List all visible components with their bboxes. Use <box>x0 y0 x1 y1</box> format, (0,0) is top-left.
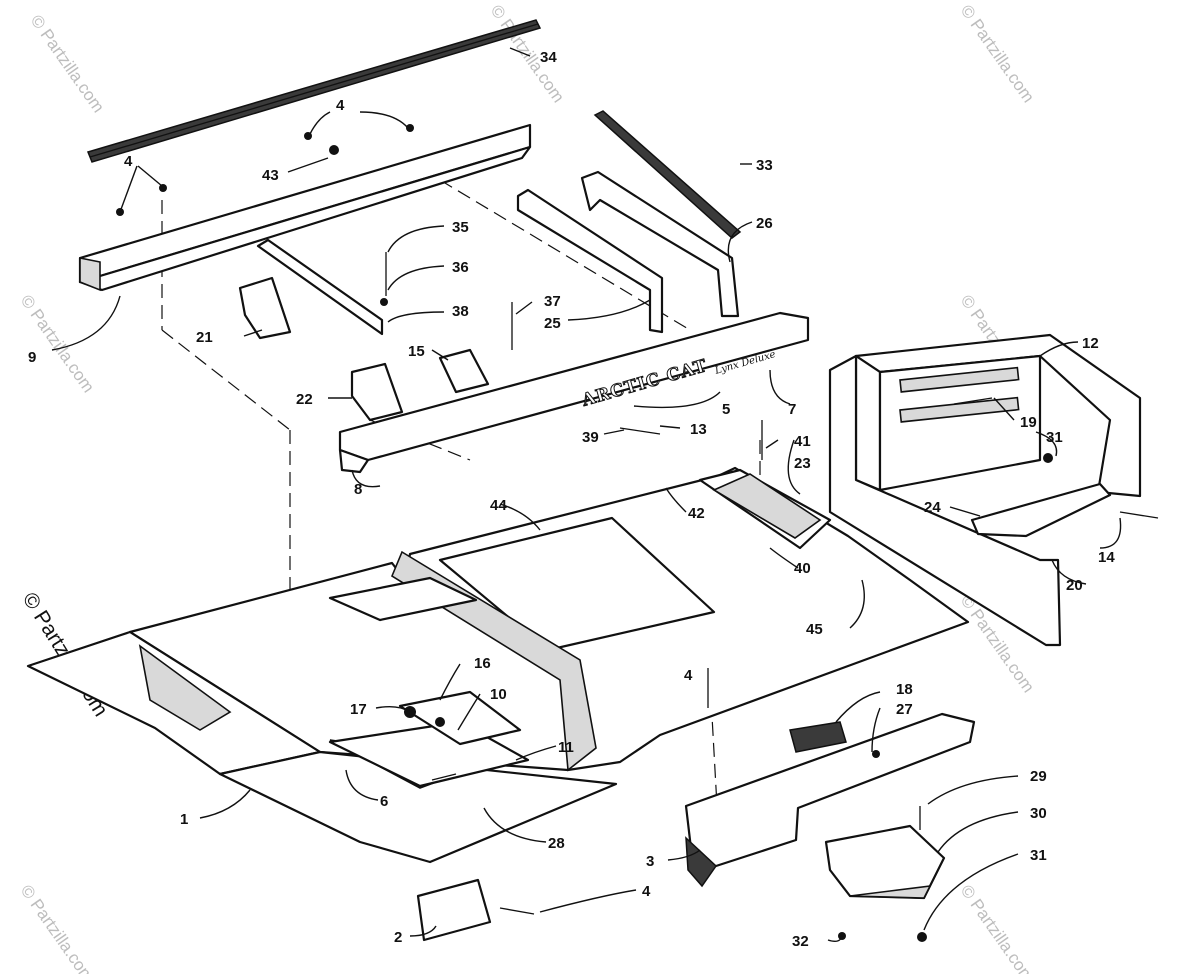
callout-20: 20 <box>1066 577 1083 594</box>
watermark: © Partzilla.com <box>27 11 108 116</box>
callout-9: 9 <box>28 349 36 366</box>
part-26-rear-rail <box>580 170 740 318</box>
callout-43: 43 <box>262 167 279 184</box>
callout-45: 45 <box>806 621 823 638</box>
callout-4: 4 <box>642 883 651 900</box>
rivet <box>329 145 339 155</box>
callout-24: 24 <box>924 499 941 516</box>
callout-26: 26 <box>756 215 773 232</box>
callout-4: 4 <box>684 667 693 684</box>
part-15-hinge <box>438 348 490 394</box>
callout-28: 28 <box>548 835 565 852</box>
callout-31: 31 <box>1030 847 1047 864</box>
callout-37: 37 <box>544 293 561 310</box>
callout-1: 1 <box>180 811 188 828</box>
rivet <box>872 750 880 758</box>
callout-39: 39 <box>582 429 599 446</box>
callout-21: 21 <box>196 329 213 346</box>
callout-5: 5 <box>722 401 730 418</box>
rivet <box>1043 453 1053 463</box>
callout-2: 2 <box>394 929 402 946</box>
watermark: © Partzilla.com <box>957 1 1038 106</box>
callout-33: 33 <box>756 157 773 174</box>
rivet <box>435 717 445 727</box>
callout-25: 25 <box>544 315 561 332</box>
callout-4: 4 <box>124 153 133 170</box>
callout-13: 13 <box>690 421 707 438</box>
callout-34: 34 <box>540 49 557 66</box>
callout-7: 7 <box>788 401 796 418</box>
callout-38: 38 <box>452 303 469 320</box>
callout-19: 19 <box>1020 414 1037 431</box>
rivet <box>406 124 414 132</box>
tunnel-assembly <box>128 466 970 772</box>
part-12-rear-bumper <box>854 333 1142 498</box>
callout-23-label: 23 <box>794 455 811 472</box>
part-34-trim-strip <box>86 19 542 163</box>
callout-3: 3 <box>646 853 654 870</box>
callout-44: 44 <box>490 497 507 514</box>
part-21-bracket <box>238 276 292 340</box>
callout-11: 11 <box>558 739 574 756</box>
part-24-bracket <box>970 482 1112 538</box>
callout-31: 31 <box>1046 429 1063 446</box>
callout-10: 10 <box>490 686 507 703</box>
callout-42: 42 <box>688 505 705 522</box>
part-10-brace <box>398 690 522 746</box>
watermark: © Partzilla.com <box>17 881 98 974</box>
leader-lines <box>51 47 1122 943</box>
part-33-trim-strip <box>593 110 742 239</box>
callout-14: 14 <box>1098 549 1115 566</box>
callout-22: 22 <box>296 391 313 408</box>
callout-4: 4 <box>336 97 345 114</box>
callout-36: 36 <box>452 259 469 276</box>
callout-16: 16 <box>474 655 491 672</box>
part-8-cross-rail: ARCTIC CAT Lynx Deluxe <box>338 311 810 474</box>
part-18-reflector <box>789 721 847 753</box>
callout-18: 18 <box>896 681 913 698</box>
callout-32: 32 <box>792 933 809 950</box>
rivet <box>380 298 388 306</box>
part-20-bumper-side <box>828 354 1062 647</box>
callout-30: 30 <box>1030 805 1047 822</box>
callout-35: 35 <box>452 219 469 236</box>
callout-40: 40 <box>794 560 811 577</box>
callout-27: 27 <box>896 701 913 718</box>
part-2-plate <box>416 878 492 942</box>
watermark: © Partzilla.com <box>17 291 98 396</box>
callout-6: 6 <box>380 793 388 810</box>
callout-41: 41 <box>794 433 811 450</box>
callout-labels: 34 4 4 43 33 26 35 36 38 37 25 21 15 22 … <box>28 49 1115 950</box>
callout-17: 17 <box>350 701 367 718</box>
part-22-bracket <box>350 362 404 422</box>
watermark: © Partzilla.com <box>957 881 1038 974</box>
rivet <box>917 932 927 942</box>
part-25-inner-rail <box>256 188 664 336</box>
callout-29: 29 <box>1030 768 1047 785</box>
callout-12: 12 <box>1082 335 1099 352</box>
callout-15: 15 <box>408 343 425 360</box>
part-3-footrest-edge <box>685 836 717 888</box>
part-9-side-rail <box>78 123 532 292</box>
callout-8: 8 <box>354 481 362 498</box>
part-30-bracket-shade <box>849 857 945 899</box>
